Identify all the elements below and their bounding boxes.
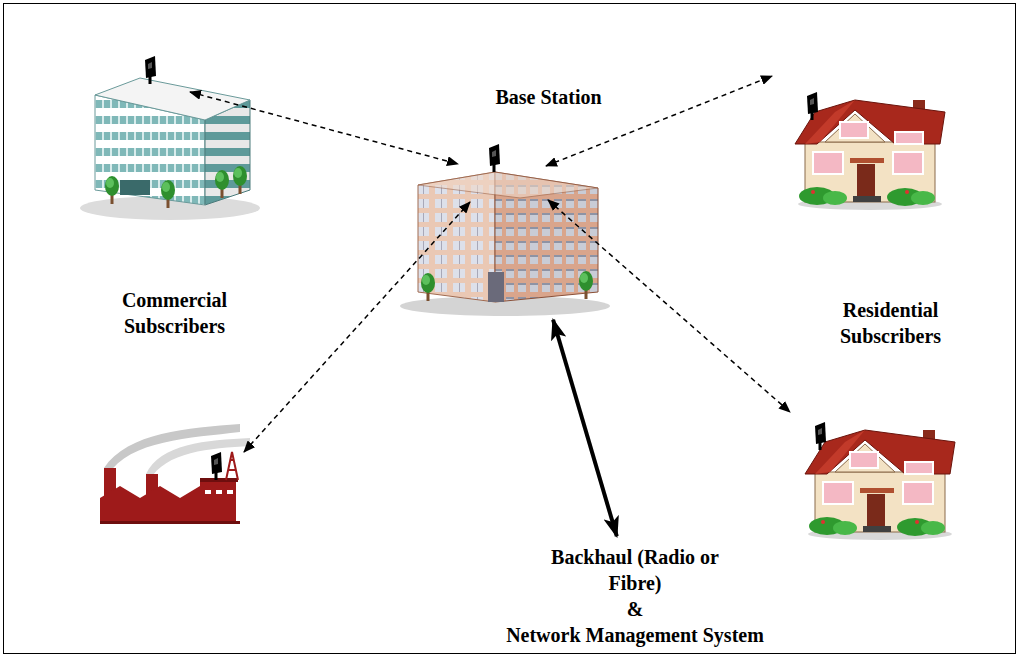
factory — [100, 424, 250, 524]
node-heading: Base Station — [410, 84, 625, 110]
backhaul-arrow — [553, 320, 617, 537]
group-label: Residential Subscribers — [808, 297, 973, 349]
house — [795, 100, 945, 210]
base-station: Base Station — [410, 84, 625, 314]
node-text: Network Management System — [490, 622, 780, 648]
node-heading: Backhaul (Radio or Fibre) — [548, 544, 723, 596]
node-text: & — [490, 596, 780, 622]
backhaul-block: Backhaul (Radio or Fibre)&Network Manage… — [490, 544, 780, 652]
group-label: Commercial Subscribers — [92, 287, 257, 339]
base-building — [400, 144, 610, 316]
office-building — [80, 56, 260, 220]
house — [805, 430, 955, 540]
radio-link — [190, 76, 790, 452]
